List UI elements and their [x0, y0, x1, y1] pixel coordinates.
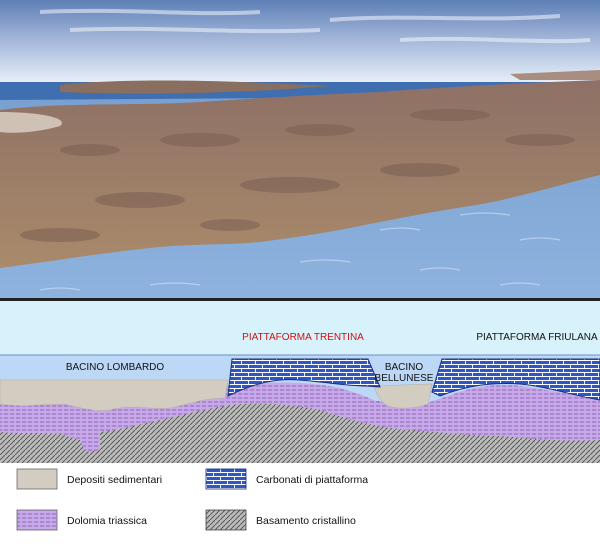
water-ripples: [39, 212, 561, 291]
cross-section: PIATTAFORMA TRENTINA PIATTAFORMA FRIULAN…: [0, 301, 600, 463]
legend: Depositi sedimentari Carbonati di piatta…: [0, 463, 600, 550]
legend-item-depositi: Depositi sedimentari: [16, 468, 162, 490]
legend-label-dolomia: Dolomia triassica: [67, 515, 147, 527]
legend-label-basamento: Basamento cristallino: [256, 515, 356, 527]
legend-item-basamento: Basamento cristallino: [205, 509, 356, 531]
sediment-lombardo: [0, 379, 229, 411]
rendered-landscape-image: [0, 0, 600, 300]
label-piattaforma-trentina: PIATTAFORMA TRENTINA: [242, 332, 364, 343]
image-divider: [0, 298, 600, 301]
label-piattaforma-friulana: PIATTAFORMA FRIULANA: [476, 332, 598, 343]
legend-item-carbonati: Carbonati di piattaforma: [205, 468, 368, 490]
legend-swatch-basement: [205, 509, 247, 531]
legend-swatch-sediment: [16, 468, 58, 490]
sediment-bellunese: [373, 383, 433, 409]
label-bacino-bellunese-line2: BELLUNESE: [375, 373, 434, 384]
legend-label-carbonati: Carbonati di piattaforma: [256, 474, 368, 486]
legend-item-dolomia: Dolomia triassica: [16, 509, 147, 531]
legend-swatch-carbonate: [205, 468, 247, 490]
label-bacino-bellunese-line1: BACINO: [385, 362, 424, 373]
carbonate-friulana: [431, 358, 600, 401]
legend-swatch-dolomite: [16, 509, 58, 531]
legend-label-depositi: Depositi sedimentari: [67, 474, 162, 486]
land-texture: [20, 109, 575, 242]
carbonate-trentina: [227, 358, 381, 397]
label-bacino-lombardo: BACINO LOMBARDO: [66, 362, 165, 373]
section-sky: [0, 301, 600, 355]
